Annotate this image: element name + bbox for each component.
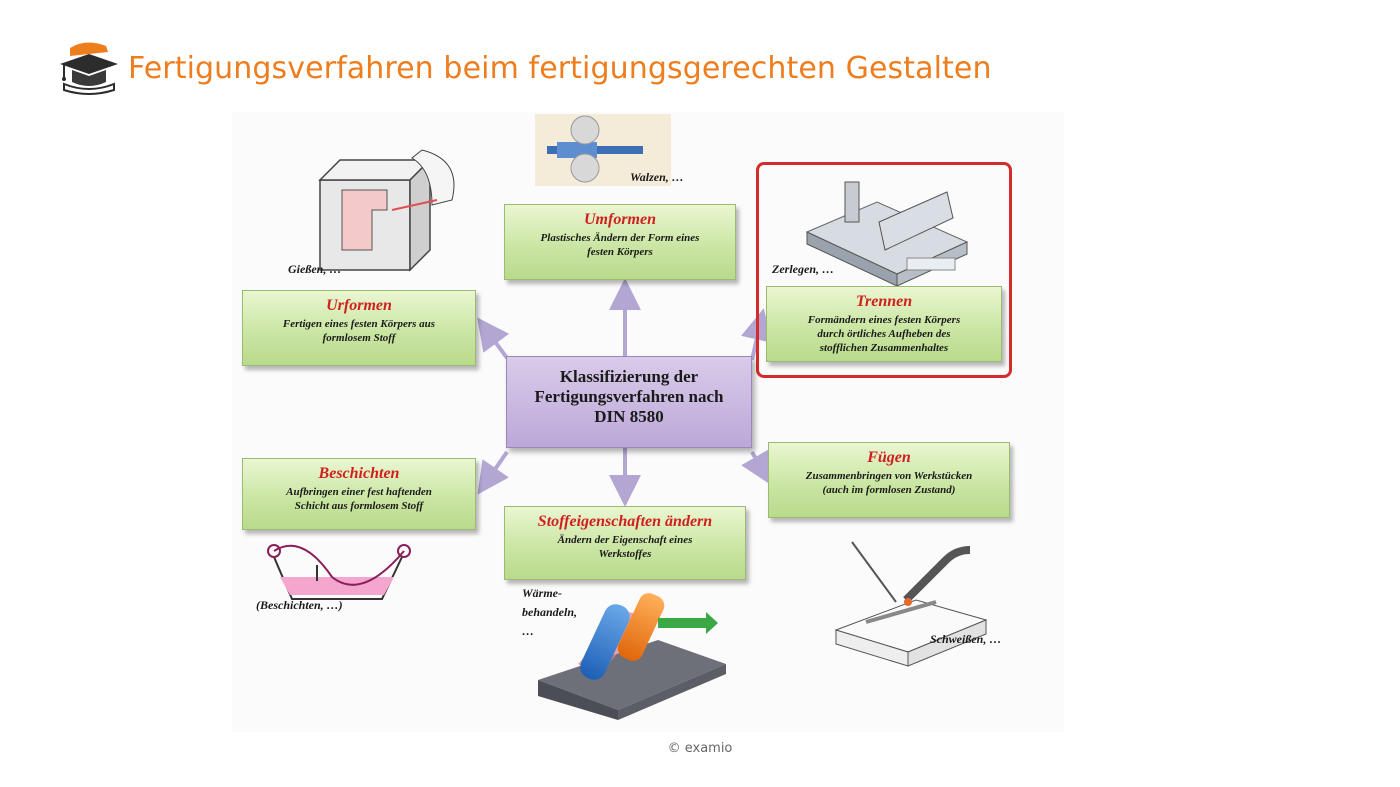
giessen-illustration <box>318 149 455 272</box>
box-beschichten: Beschichten Aufbringen einer fest haften… <box>242 458 476 530</box>
page-title: Fertigungsverfahren beim fertigungsgerec… <box>128 50 992 86</box>
box-trennen-title: Trennen <box>855 293 913 310</box>
arrows <box>477 278 773 507</box>
box-fuegen-title: Fügen <box>867 449 911 466</box>
caption-beschichten: (Beschichten, …) <box>256 598 343 612</box>
box-stoffeigenschaften-desc-2: Werkstoffes <box>598 548 652 560</box>
box-beschichten-title: Beschichten <box>318 465 400 482</box>
box-fuegen-desc-1: Zusammenbringen von Werkstücken <box>805 470 973 482</box>
caption-schweissen: Schweißen, … <box>930 632 1002 646</box>
caption-waerme-line-3: … <box>522 624 534 638</box>
diagram-graphics <box>267 114 988 720</box>
box-urformen-title: Urformen <box>326 297 392 314</box>
box-beschichten-desc-1: Aufbringen einer fest haftenden <box>286 486 432 498</box>
caption-waerme-line-2: behandeln, <box>522 605 578 619</box>
beschichten-illustration <box>267 544 411 600</box>
box-fuegen: Fügen Zusammenbringen von Werkstücken (a… <box>768 442 1010 518</box>
center-line-3: DIN 8580 <box>594 407 664 426</box>
center-line-1: Klassifizierung der <box>559 367 699 386</box>
box-umformen-title: Umformen <box>584 211 656 228</box>
copyright-footer: © examio <box>667 741 733 756</box>
box-stoffeigenschaften-desc-1: Ändern der Eigenschaft eines <box>557 534 693 546</box>
box-trennen-desc-2: durch örtliches Aufheben des <box>817 328 951 340</box>
box-urformen-desc-2: formlosem Stoff <box>322 332 396 344</box>
box-trennen: Trennen Formändern eines festen Körpers … <box>766 286 1002 362</box>
box-stoffeigenschaften-title: Stoffeigenschaften ändern <box>537 513 713 530</box>
waermebehandeln-illustration <box>538 593 726 720</box>
box-urformen: Urformen Fertigen eines festen Körpers a… <box>242 290 476 366</box>
box-umformen: Umformen Plastisches Ändern der Form ein… <box>504 204 736 280</box>
box-fuegen-desc-2: (auch im formlosen Zustand) <box>822 484 956 496</box>
box-umformen-desc-2: festen Körpers <box>587 246 653 258</box>
center-line-2: Fertigungsverfahren nach <box>534 387 724 406</box>
caption-waermebehandeln: Wärme- behandeln, … <box>522 584 577 641</box>
box-urformen-desc-1: Fertigen eines festen Körpers aus <box>282 318 436 330</box>
caption-zerlegen: Zerlegen, … <box>772 262 834 276</box>
box-trennen-desc-1: Formändern eines festen Körpers <box>807 314 961 326</box>
caption-giessen: Gießen, … <box>288 262 342 276</box>
caption-walzen: Walzen, … <box>630 170 684 184</box>
graduation-cap-book-icon <box>60 42 118 95</box>
box-umformen-desc-1: Plastisches Ändern der Form eines <box>540 232 700 244</box>
caption-waerme-line-1: Wärme- <box>522 586 562 600</box>
trennen-highlight-frame <box>756 162 1012 378</box>
box-stoffeigenschaften: Stoffeigenschaften ändern Ändern der Eig… <box>504 506 746 580</box>
schweissen-illustration <box>834 541 988 667</box>
center-box: Klassifizierung der Fertigungsverfahren … <box>506 356 752 448</box>
din8580-diagram: Klassifizierung der Fertigungsverfahren … <box>232 112 1064 732</box>
box-trennen-desc-3: stofflichen Zusammenhaltes <box>819 342 949 354</box>
walzen-illustration <box>535 114 671 186</box>
box-beschichten-desc-2: Schicht aus formlosem Stoff <box>294 500 424 512</box>
zerlegen-illustration <box>805 181 969 287</box>
page-header: Fertigungsverfahren beim fertigungsgerec… <box>58 38 992 98</box>
